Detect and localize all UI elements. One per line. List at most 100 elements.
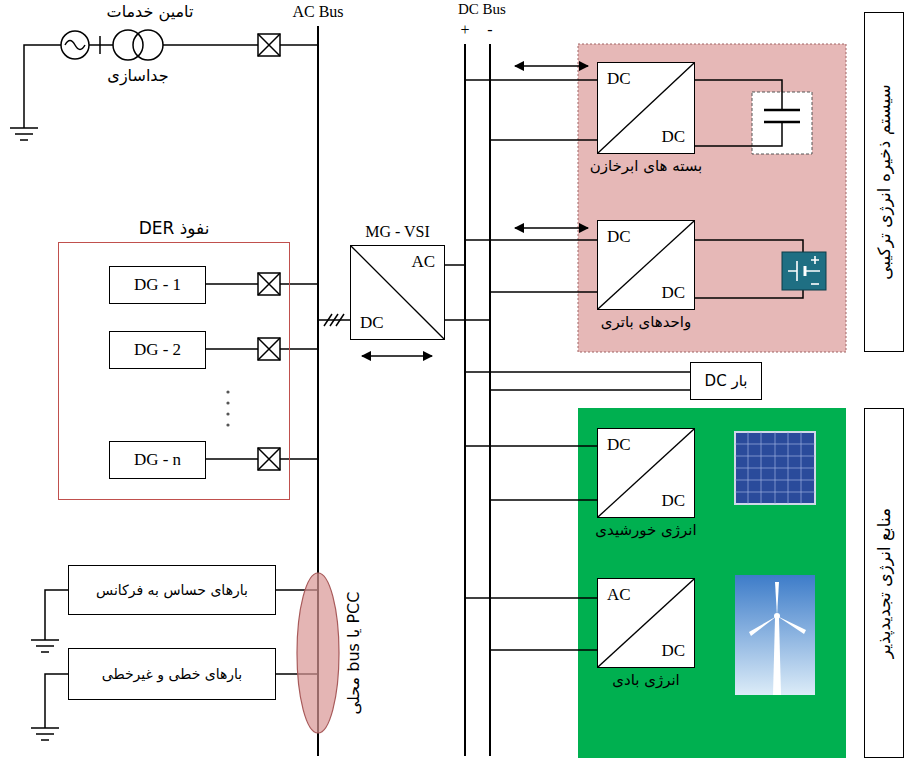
utility-source xyxy=(89,44,113,46)
battery-wiring xyxy=(695,290,803,298)
node-label: DC xyxy=(607,69,631,89)
load-box: بارهای خطی و غیرخطی xyxy=(68,648,276,700)
utility-source xyxy=(10,128,38,140)
converter-box: MG - VSIACDC xyxy=(350,245,445,340)
wind-turbine-icon xyxy=(775,582,779,616)
generator-wiring xyxy=(258,338,280,360)
converter-box: DCDCواحدهای باتری xyxy=(597,220,695,310)
battery-wiring xyxy=(490,291,597,293)
battery-icon xyxy=(782,252,826,290)
pcc-ellipse-outline xyxy=(297,573,339,733)
wind-turbine-icon xyxy=(777,616,806,634)
bus-lines xyxy=(318,26,490,756)
wind-turbine-icon xyxy=(735,575,815,695)
battery-icon xyxy=(811,283,819,285)
supercapacitor-wiring xyxy=(490,139,597,141)
node-label: سیستم ذخیره انرژی ترکیبی xyxy=(874,84,894,280)
load-box: بارهای حساس به فرکانس xyxy=(68,565,276,615)
battery-icon xyxy=(811,256,819,264)
node-label: بارهای حساس به فرکانس xyxy=(96,582,248,599)
node-label: DC xyxy=(607,435,631,455)
battery-icon xyxy=(782,252,826,290)
bus-label: DC Bus xyxy=(458,0,506,18)
node-label: DG - 1 xyxy=(134,275,181,295)
utility-source xyxy=(113,30,143,60)
converter-diagonal xyxy=(598,429,694,517)
section-label-box: سیستم ذخیره انرژی ترکیبی xyxy=(864,12,904,352)
generator-wiring xyxy=(258,338,280,360)
continuation-dots xyxy=(226,390,229,393)
node-caption: انرژی بادی xyxy=(612,671,680,689)
node-label: DG - 2 xyxy=(134,340,181,360)
utility-source xyxy=(258,34,280,56)
node-caption: نفوذ DER xyxy=(139,218,210,238)
wind-turbine-icon xyxy=(749,616,777,636)
node-label: منابع انرژی تجدیدپذیر xyxy=(874,508,894,658)
supercapacitor-wiring xyxy=(465,79,597,81)
continuation-dots xyxy=(226,401,229,404)
utility-source xyxy=(258,34,280,56)
node-label: AC xyxy=(607,585,631,605)
converter-diagonal xyxy=(598,63,694,153)
load-grounding xyxy=(31,640,59,652)
generator-wiring xyxy=(258,273,280,295)
dc-load-wiring xyxy=(465,371,690,373)
converter-diagonal xyxy=(598,221,694,309)
node-caption: MG - VSI xyxy=(365,222,430,241)
der-region: DG - 1DG - 2DG - nنفوذ DER xyxy=(58,242,290,500)
wind-wiring xyxy=(465,598,597,650)
inverter-wiring xyxy=(445,319,490,321)
utility-source xyxy=(65,41,85,50)
polarity-label: + xyxy=(460,20,469,39)
storage-region xyxy=(578,44,846,352)
converter-box: DCDCانرژی خورشیدی xyxy=(597,428,695,518)
generator-box: DG - 1 xyxy=(109,266,206,304)
converter-diagonal xyxy=(351,246,444,339)
generator-box: DG - n xyxy=(109,441,206,479)
utility-source xyxy=(99,36,101,54)
inverter-wiring xyxy=(324,314,344,326)
node-caption: انرژی خورشیدی xyxy=(595,521,696,539)
converter-box: DCDCبسته های ابرخازن xyxy=(597,62,695,154)
generator-box: DG - 2 xyxy=(109,331,206,369)
pcc-ellipse: PCC یا bus محلی xyxy=(294,548,370,758)
battery-icon xyxy=(788,270,820,272)
bus-lines xyxy=(464,44,466,756)
dc-load-box: بار DC xyxy=(690,362,762,400)
utility-source xyxy=(10,30,318,140)
continuation-dots xyxy=(226,423,229,426)
node-label: بارهای خطی و غیرخطی xyxy=(102,666,243,683)
utility-source xyxy=(24,45,61,128)
generator-wiring xyxy=(205,273,318,470)
load-grounding xyxy=(45,590,68,640)
node-caption: بسته های ابرخازن xyxy=(590,157,703,175)
supercapacitor-wiring xyxy=(515,65,588,67)
wind-wiring xyxy=(490,649,597,651)
node-label: DC xyxy=(360,313,384,333)
utility-source xyxy=(133,30,163,60)
generator-wiring xyxy=(258,448,280,470)
node-label: DC xyxy=(661,127,685,147)
wind-turbine-icon xyxy=(735,575,815,695)
solar-panel-icon xyxy=(735,432,815,504)
node-label: DG - n xyxy=(134,450,181,470)
utility-source xyxy=(163,44,258,46)
polarity-label: - xyxy=(487,20,492,39)
supercapacitor-wiring xyxy=(764,109,800,112)
load-grounding xyxy=(31,728,59,740)
node-label: AC xyxy=(411,252,435,272)
load-connection xyxy=(276,673,294,675)
battery-wiring xyxy=(465,239,597,241)
continuation-dots xyxy=(226,412,229,415)
solar-wiring xyxy=(490,499,597,501)
node-label: DC xyxy=(661,641,685,661)
node-label: بار DC xyxy=(705,372,748,390)
utility-source xyxy=(61,31,89,59)
load-grounding xyxy=(45,674,68,728)
battery-icon xyxy=(788,256,820,284)
battery-wiring xyxy=(515,227,588,229)
solar-panel-icon xyxy=(735,432,815,504)
generator-wiring xyxy=(258,273,280,295)
